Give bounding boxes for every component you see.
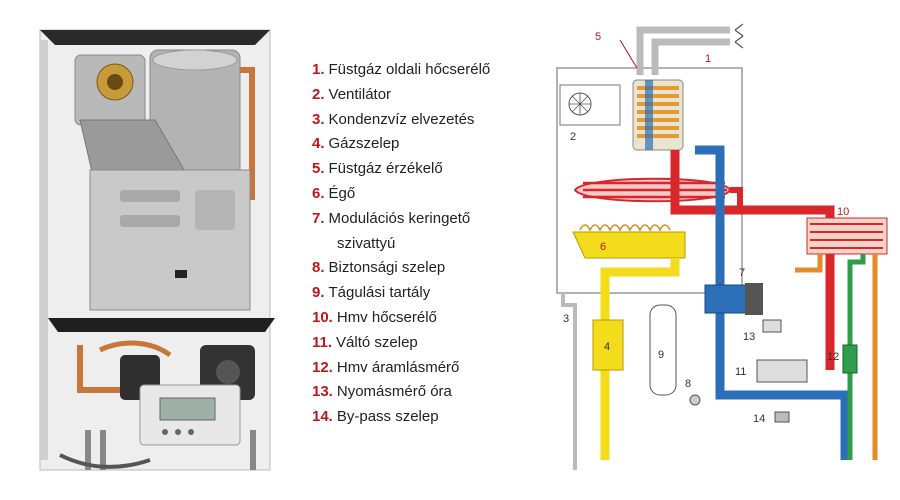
legend-item: 7.Modulációs keringető xyxy=(312,209,471,227)
legend-item: 5.Füstgáz érzékelő xyxy=(312,160,443,178)
diagram-label-10: 10 xyxy=(837,206,849,218)
diagram-label-2: 2 xyxy=(570,131,576,143)
legend-item-continuation: szivattyú xyxy=(337,234,396,252)
legend-item: 10.Hmv hőcserélő xyxy=(312,308,437,326)
gas-valve xyxy=(592,319,624,371)
diagram-label-3: 3 xyxy=(563,313,569,325)
condensate-drain xyxy=(561,293,577,470)
main-heat-exchanger xyxy=(573,177,732,203)
pressure-gauge xyxy=(762,319,782,333)
legend-item: 9.Tágulási tartály xyxy=(312,284,431,302)
diagram-label-12: 12 xyxy=(827,351,839,363)
legend-item: 14.By-pass szelep xyxy=(312,408,439,426)
safety-valve xyxy=(689,394,701,406)
legend-item: 13.Nyomásmérő óra xyxy=(312,383,452,401)
component-legend: 1.Füstgáz oldali hőcserélő 2.Ventilátor … xyxy=(312,58,542,430)
diagram-label-9: 9 xyxy=(658,349,664,361)
flue-arrow-icon xyxy=(734,23,744,49)
diagram-label-8: 8 xyxy=(685,378,691,390)
flue-heat-exchanger xyxy=(632,79,684,151)
expansion-tank xyxy=(649,304,677,396)
legend-item: 2.Ventilátor xyxy=(312,85,392,103)
legend-item: 11.Váltó szelep xyxy=(312,333,418,351)
legend-item: 4.Gázszelep xyxy=(312,135,400,153)
diagram-label-7: 7 xyxy=(739,267,745,279)
flue-pipe xyxy=(636,26,730,75)
circulation-pump xyxy=(704,284,751,314)
diagram-label-11: 11 xyxy=(735,366,746,378)
legend-item: 8.Biztonsági szelep xyxy=(312,259,446,277)
diagram-label-4: 4 xyxy=(604,341,610,353)
legend-item: 12.Hmv áramlásmérő xyxy=(312,358,460,376)
flue-pipe xyxy=(651,38,730,75)
legend-item: 6.Égő xyxy=(312,184,356,202)
dhw-flow-meter xyxy=(842,344,858,374)
burner xyxy=(572,224,686,259)
diagram-label-5: 5 xyxy=(595,31,601,43)
flue-sensor-leader xyxy=(619,39,638,69)
diverter-valve xyxy=(756,359,808,383)
legend-item: 1.Füstgáz oldali hőcserélő xyxy=(312,61,491,78)
diagram-label-6: 6 xyxy=(600,241,606,253)
diagram-label-14: 14 xyxy=(753,413,765,425)
legend-item: 3.Kondenzvíz elvezetés xyxy=(312,110,475,128)
fan xyxy=(559,84,621,126)
dhw-heat-exchanger xyxy=(806,217,888,255)
casing-outline xyxy=(556,67,743,294)
boiler-photo xyxy=(39,29,275,471)
bypass-valve xyxy=(774,411,790,423)
return-water-pipe xyxy=(715,300,850,460)
dhw-hot-pipe xyxy=(795,254,823,273)
hot-water-pipe xyxy=(670,150,835,370)
hot-water-pipe xyxy=(730,187,743,210)
return-water-pipe xyxy=(695,145,725,300)
diagram-label-1: 1 xyxy=(705,53,711,65)
boiler-schematic: 1 2 3 4 5 6 7 8 9 10 11 12 13 14 xyxy=(556,23,888,470)
pump-motor xyxy=(745,283,763,315)
diagram-label-13: 13 xyxy=(743,331,755,343)
